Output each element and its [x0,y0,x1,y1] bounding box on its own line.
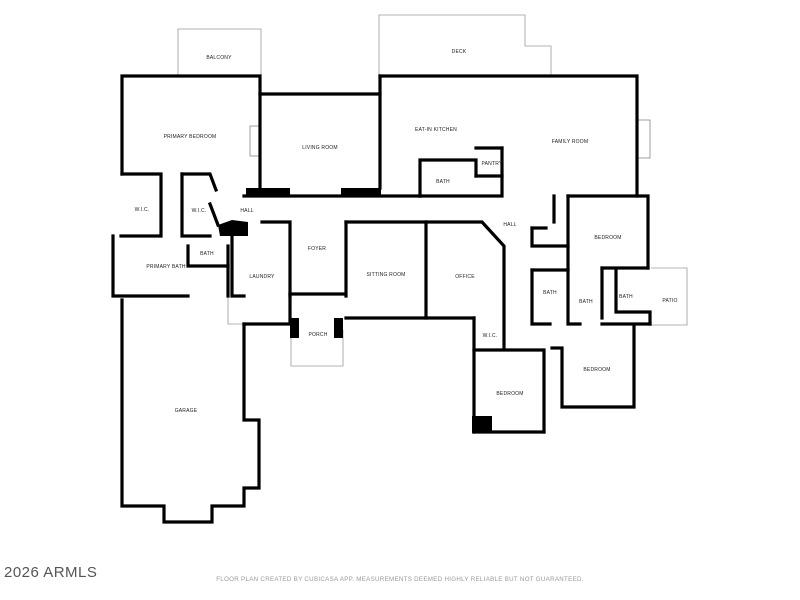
label-balcony: BALCONY [206,55,232,61]
solid-walls [218,188,492,433]
label-foyer: FOYER [308,246,326,252]
label-sitting-room: SITTING ROOM [366,272,405,278]
label-office: OFFICE [455,274,475,280]
label-wic-1: W.I.C. [135,207,150,213]
label-eat-in-kitchen: EAT-IN KITCHEN [415,127,457,133]
fireplace-family [637,119,651,159]
label-bath-kitchen: BATH [436,179,450,185]
hall-outline [227,296,244,325]
label-primary-bedroom: PRIMARY BEDROOM [164,134,217,140]
deck-outline [378,14,552,76]
label-laundry: LAUNDRY [249,274,275,280]
label-pantry: PANTRY [481,161,502,167]
label-garage: GARAGE [175,408,198,414]
porch-outline [290,330,344,367]
label-wic-office: W.I.C. [483,333,498,339]
balcony-outline [177,28,262,76]
fireplaces [249,119,651,159]
label-family-room: FAMILY ROOM [552,139,588,145]
watermark: 2026 ARMLS [4,564,98,581]
label-bedroom-south: BEDROOM [496,391,523,397]
label-bath-mid: BATH [579,299,593,305]
patio-outline [651,267,688,326]
label-hall-east: HALL [503,222,516,228]
label-bedroom-se: BEDROOM [583,367,610,373]
label-wic-2: W.I.C. [192,208,207,214]
label-primary-bath: PRIMARY BATH [146,264,186,270]
label-bath-center: BATH [543,290,557,296]
label-hall-west: HALL [240,208,253,214]
room-labels: BALCONY DECK PRIMARY BEDROOM LIVING ROOM… [135,49,678,414]
outdoor-outlines [177,14,688,367]
walls [111,74,652,524]
label-deck: DECK [452,49,467,55]
disclaimer: FLOOR PLAN CREATED BY CUBICASA APP. MEAS… [216,576,584,583]
label-bedroom-ne: BEDROOM [594,235,621,241]
label-bath-primary-wc: BATH [200,251,214,257]
label-living-room: LIVING ROOM [302,145,338,151]
label-bath-east: BATH [619,294,633,300]
label-patio: PATIO [662,298,677,304]
label-porch: PORCH [308,332,327,338]
